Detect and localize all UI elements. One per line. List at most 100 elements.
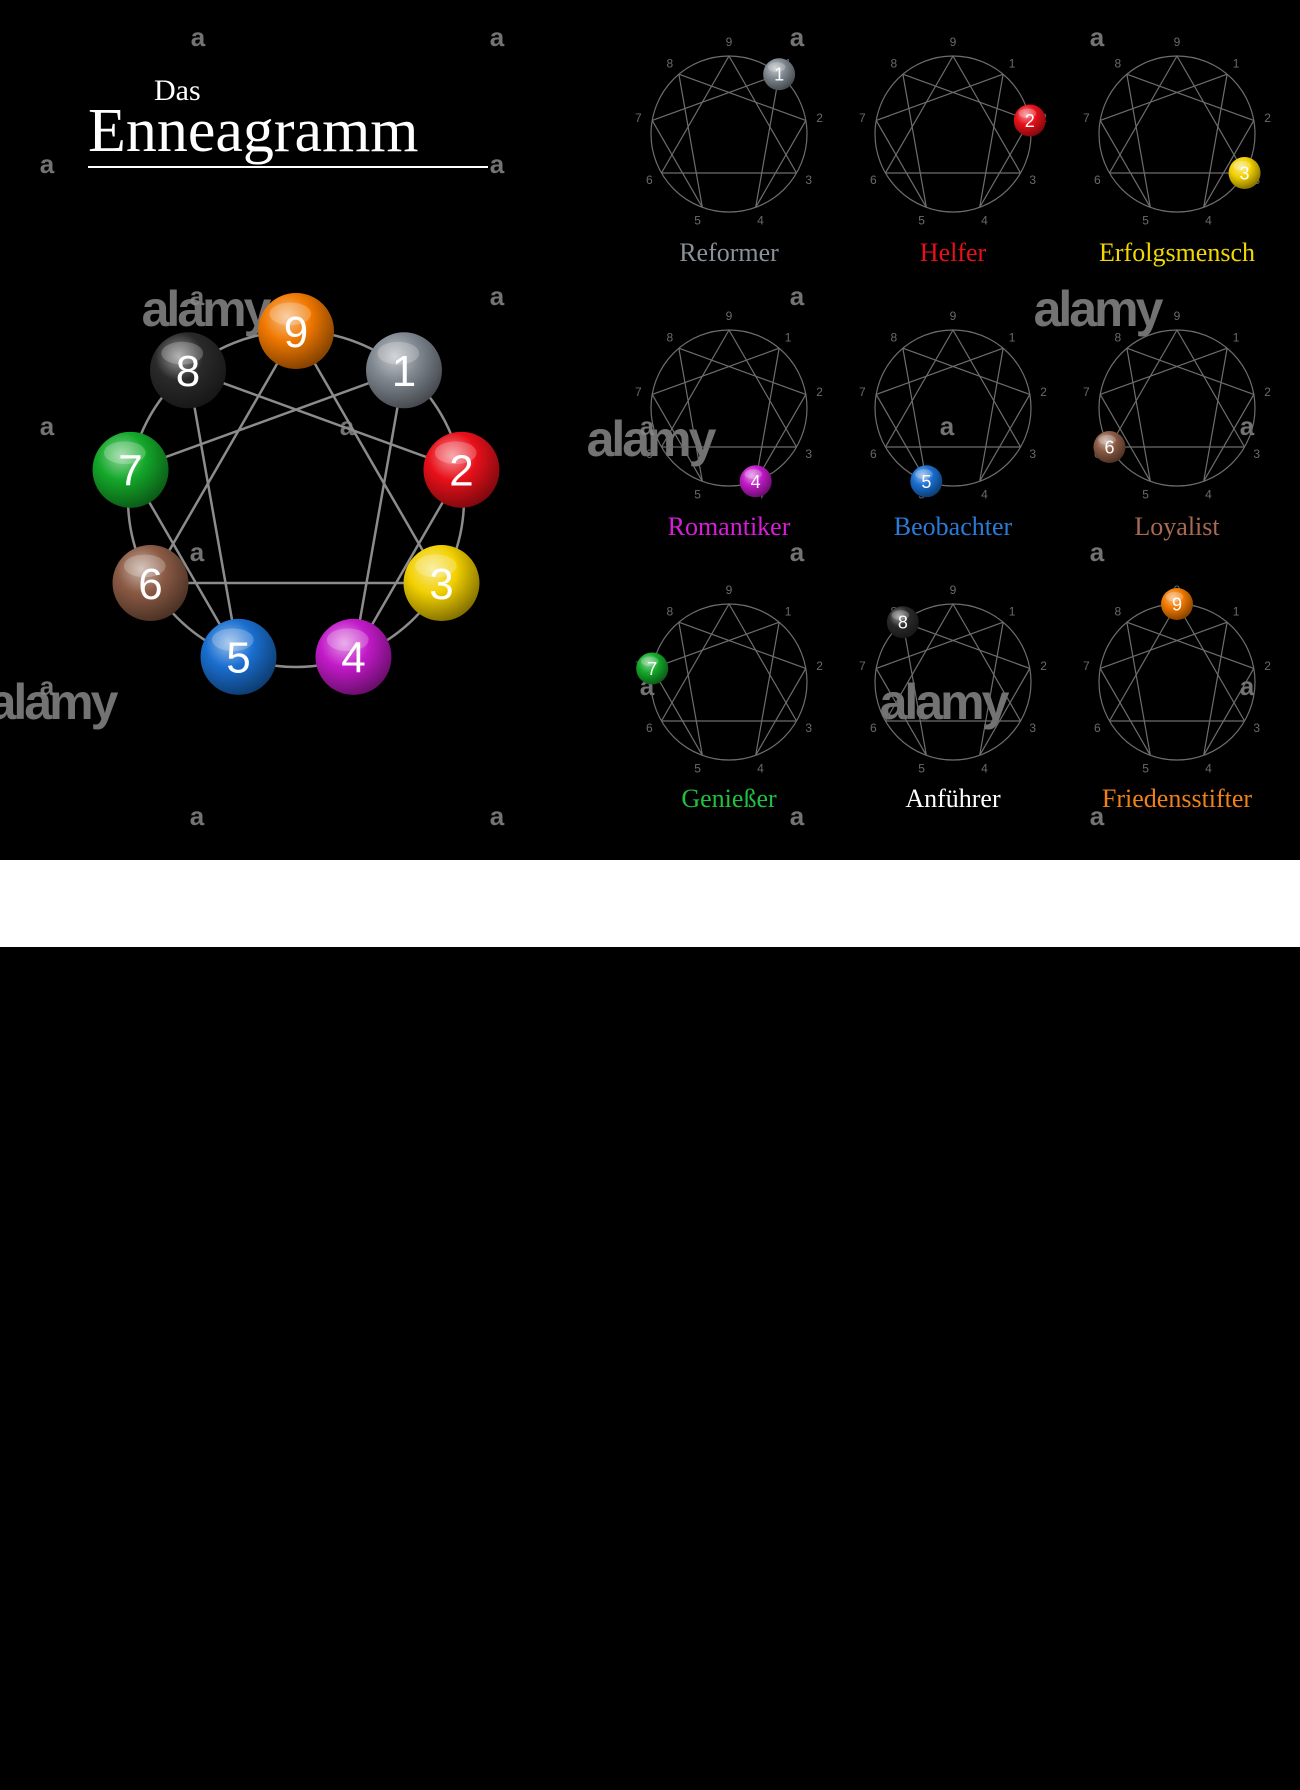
sphere-number: 3 xyxy=(429,560,453,609)
mini-point-label: 7 xyxy=(1083,659,1090,673)
mini-point-label: 1 xyxy=(1233,605,1240,619)
watermark-mark: a xyxy=(490,149,505,179)
mini-point-label: 3 xyxy=(1029,721,1036,735)
mini-enneagram-9: 1234567899 xyxy=(1083,583,1271,775)
mini-point-label: 9 xyxy=(726,35,733,49)
mini-sphere-7: 7 xyxy=(636,652,669,685)
watermark-mark: a xyxy=(190,281,205,311)
mini-point-label: 8 xyxy=(1115,57,1122,71)
watermark-mark: a xyxy=(40,411,55,441)
mini-point-label: 1 xyxy=(1009,331,1016,345)
mini-point-label: 9 xyxy=(1174,35,1181,49)
sphere-number: 3 xyxy=(1240,163,1250,183)
type-label-3: Erfolgsmensch xyxy=(1099,238,1255,267)
mini-point-label: 2 xyxy=(1264,385,1271,399)
watermark-mark: a xyxy=(340,411,355,441)
mini-point-label: 4 xyxy=(981,761,988,775)
mini-enneagram-grid: 1234567891 1 2 3 4 5 6 7 8 9 2 1 2 3 4 5 6 7 8 9 3 1 2 3 4 5 6 7 8 9 4… xyxy=(635,35,1271,775)
mini-point-label: 5 xyxy=(694,761,701,775)
watermark-mark: a xyxy=(940,411,955,441)
watermark-mark: a xyxy=(1090,537,1105,567)
sphere-number: 5 xyxy=(921,472,931,492)
footer-bar: alamy Image ID: H6XG44 www.alamy.com xyxy=(0,860,1300,1789)
mini-point-label: 9 xyxy=(1174,309,1181,323)
watermark-mark: a xyxy=(1240,671,1255,701)
mini-point-label: 2 xyxy=(1040,659,1047,673)
watermark-text: alamy xyxy=(0,674,119,730)
mini-point-label: 7 xyxy=(859,111,866,125)
mini-point-label: 2 xyxy=(816,659,823,673)
mini-point-label: 7 xyxy=(859,659,866,673)
mini-point-label: 1 xyxy=(1009,57,1016,71)
mini-point-label: 5 xyxy=(918,761,925,775)
sphere-number: 7 xyxy=(647,659,657,679)
mini-point-label: 4 xyxy=(1205,487,1212,501)
image-id: Image ID: H6XG44 xyxy=(1123,1738,1250,1755)
main-sphere-9: 9 xyxy=(258,293,334,369)
mini-enneagram-8: 1234567898 xyxy=(859,583,1047,775)
mini-point-label: 8 xyxy=(891,57,898,71)
mini-point-label: 8 xyxy=(1115,331,1122,345)
type-label-7: Genießer xyxy=(681,784,777,813)
mini-point-label: 8 xyxy=(667,331,674,345)
main-sphere-1: 1 xyxy=(365,332,442,409)
sphere-number: 8 xyxy=(898,613,908,633)
mini-point-label: 1 xyxy=(1009,605,1016,619)
sphere-number: 4 xyxy=(341,634,365,683)
mini-point-label: 2 xyxy=(1264,111,1271,125)
main-sphere-3: 3 xyxy=(403,545,480,621)
mini-point-label: 1 xyxy=(785,331,792,345)
sphere-number: 1 xyxy=(392,347,416,396)
mini-point-label: 8 xyxy=(891,331,898,345)
mini-point-label: 5 xyxy=(1142,213,1149,227)
mini-point-label: 9 xyxy=(950,35,957,49)
mini-point-label: 6 xyxy=(1094,173,1101,187)
watermark-mark: a xyxy=(190,801,205,831)
watermark-text: alamy xyxy=(1034,281,1164,337)
sphere-number: 6 xyxy=(138,560,162,609)
type-label-5: Beobachter xyxy=(893,512,1013,541)
sphere-number: 7 xyxy=(118,447,142,496)
mini-point-label: 6 xyxy=(870,447,877,461)
mini-point-label: 2 xyxy=(816,111,823,125)
sphere-number: 9 xyxy=(1172,594,1182,614)
mini-point-label: 6 xyxy=(870,173,877,187)
mini-point-label: 3 xyxy=(805,447,812,461)
mini-sphere-5: 5 xyxy=(910,465,943,498)
watermark-mark: a xyxy=(790,22,805,52)
watermark-mark: a xyxy=(790,281,805,311)
watermark-mark: a xyxy=(640,411,655,441)
mini-point-label: 8 xyxy=(667,605,674,619)
type-label-8: Anführer xyxy=(905,784,1001,813)
mini-point-label: 4 xyxy=(981,213,988,227)
mini-point-label: 6 xyxy=(646,447,653,461)
mini-point-label: 6 xyxy=(1094,721,1101,735)
mini-point-label: 1 xyxy=(1233,57,1240,71)
mini-point-label: 8 xyxy=(1115,605,1122,619)
mini-point-label: 7 xyxy=(1083,385,1090,399)
mini-point-label: 4 xyxy=(757,761,764,775)
watermark-mark: a xyxy=(1090,22,1105,52)
mini-point-label: 4 xyxy=(981,487,988,501)
mini-point-label: 9 xyxy=(950,583,957,597)
mini-point-label: 9 xyxy=(726,583,733,597)
watermark-mark: a xyxy=(1090,801,1105,831)
title-enneagramm: Enneagramm xyxy=(88,97,419,165)
type-label-4: Romantiker xyxy=(667,512,791,541)
watermark-text: alamy xyxy=(587,411,717,467)
title-underline xyxy=(88,166,488,168)
watermark-text: alamy xyxy=(142,281,272,337)
mini-enneagram-5: 1234567895 xyxy=(859,309,1047,501)
site-url: www.alamy.com xyxy=(1127,1762,1250,1779)
main-sphere-7: 7 xyxy=(92,431,169,508)
mini-point-label: 7 xyxy=(1083,111,1090,125)
sphere-number: 6 xyxy=(1104,437,1114,457)
sphere-number: 8 xyxy=(176,347,200,396)
mini-point-label: 3 xyxy=(1253,721,1260,735)
mini-sphere-9: 9 xyxy=(1161,588,1193,620)
mini-enneagram-1: 1234567891 xyxy=(635,35,823,227)
